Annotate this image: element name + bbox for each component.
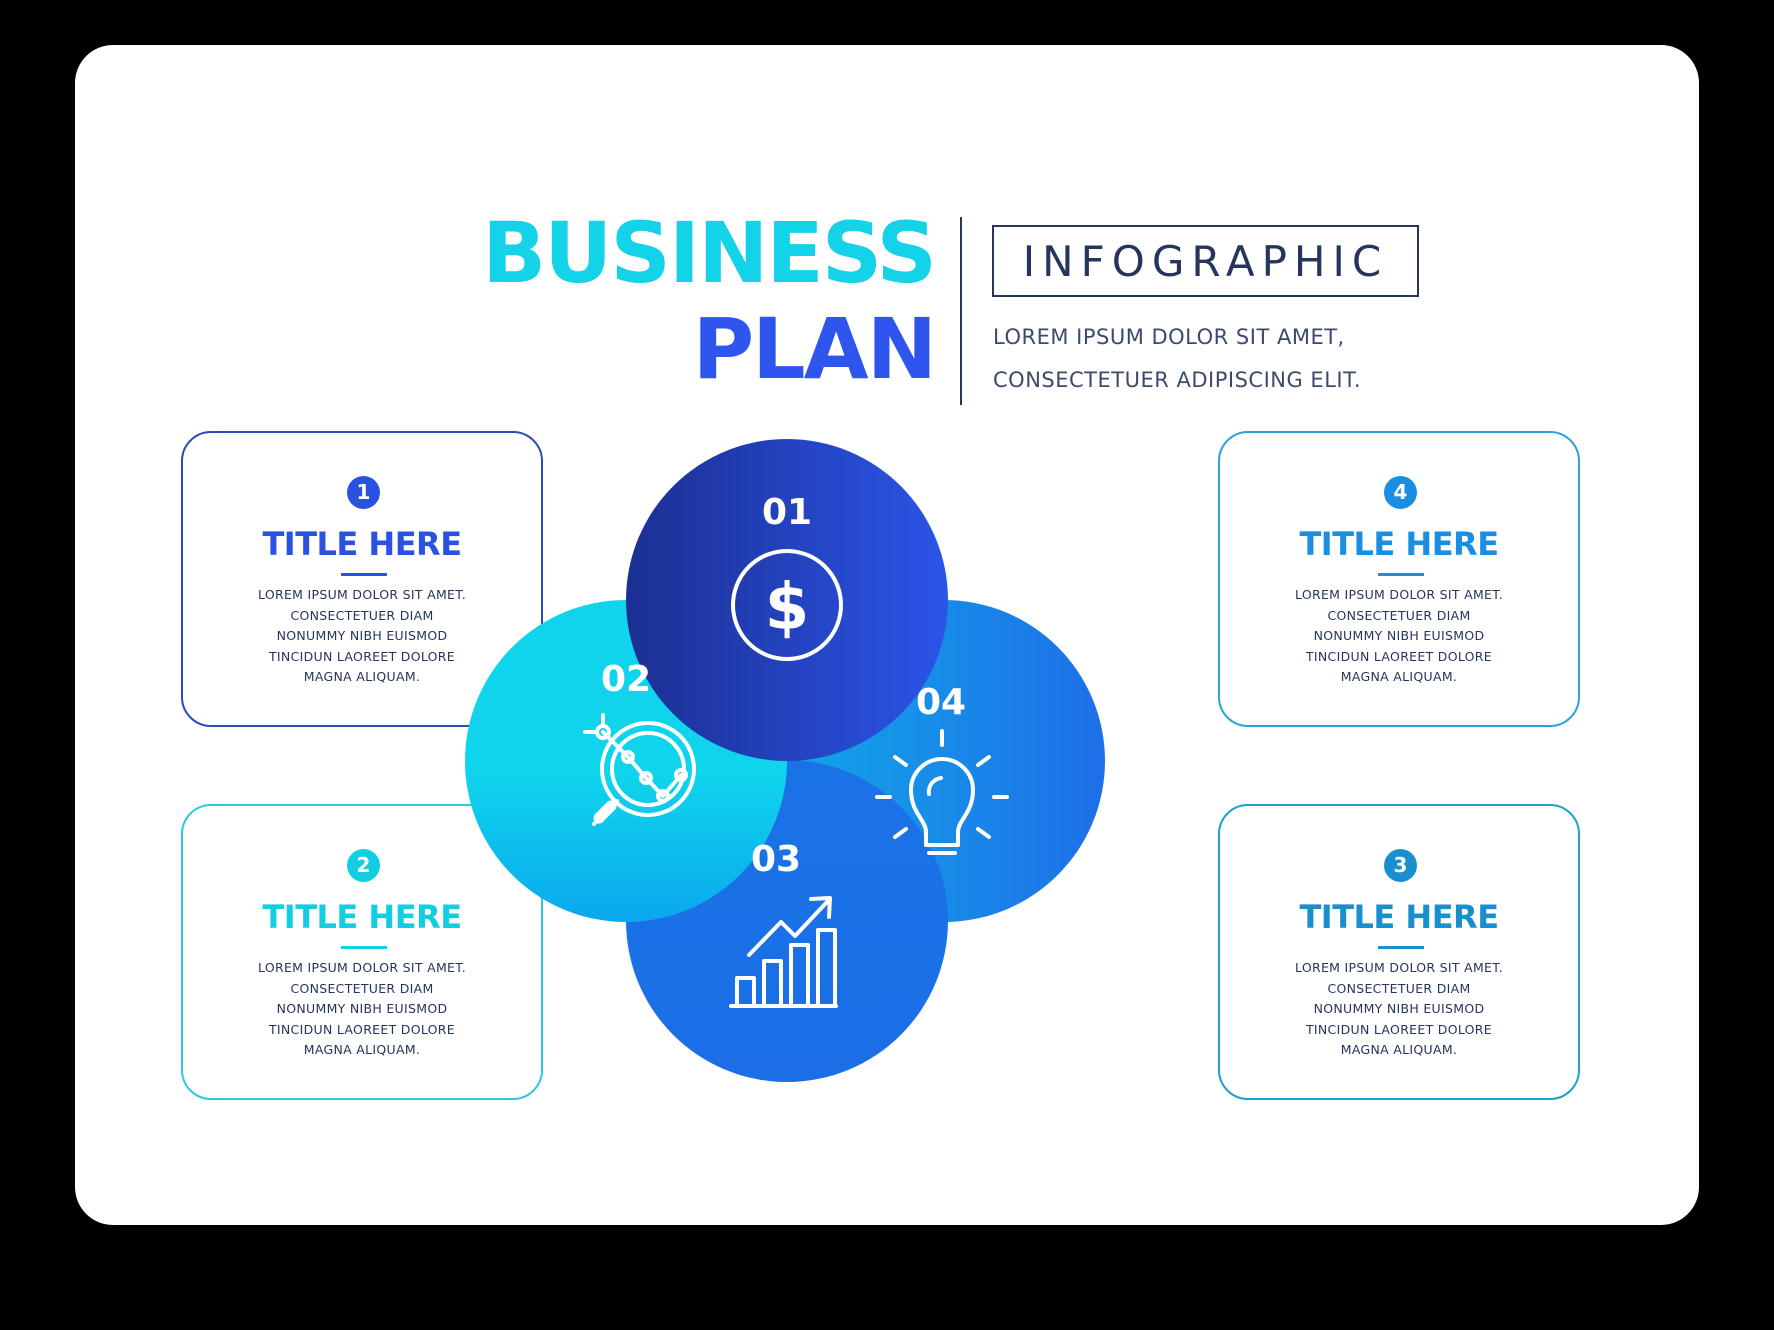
subtitle-line-2: CONSECTETUER ADIPISCING ELIT.	[993, 368, 1362, 392]
step-description: LOREM IPSUM DOLOR SIT AMET. CONSECTETUER…	[183, 585, 541, 688]
step-box-3: 3 TITLE HERE LOREM IPSUM DOLOR SIT AMET.…	[1218, 804, 1580, 1100]
circle-label-01: 01	[762, 492, 812, 533]
description-line: MAGNA ALIQUAM.	[1340, 1042, 1458, 1057]
title-underline	[1378, 573, 1424, 576]
step-title: TITLE HERE	[1299, 898, 1499, 936]
step-title: TITLE HERE	[1299, 525, 1499, 563]
title-underline	[341, 573, 387, 576]
step-title: TITLE HERE	[262, 898, 462, 936]
step-number-badge: 1	[347, 476, 380, 509]
description-line: CONSECTETUER DIAM	[290, 980, 434, 996]
description-line: LOREM IPSUM DOLOR SIT AMET.	[1295, 587, 1503, 602]
dollar-icon: $	[731, 549, 843, 661]
subtitle-line-1: LOREM IPSUM DOLOR SIT AMET,	[993, 325, 1345, 349]
title-business: BUSINESS	[482, 204, 937, 302]
step-box-1: 1 TITLE HERE LOREM IPSUM DOLOR SIT AMET.…	[181, 431, 543, 727]
description-line: CONSECTETUER DIAM	[1327, 980, 1471, 996]
circle-label-03: 03	[751, 839, 801, 880]
step-number-badge: 4	[1384, 476, 1417, 509]
circle-label-04: 04	[916, 682, 966, 723]
step-box-2: 2 TITLE HERE LOREM IPSUM DOLOR SIT AMET.…	[181, 804, 543, 1100]
step-number-badge: 2	[347, 849, 380, 882]
description-line: TINCIDUN LAOREET DOLORE	[268, 648, 455, 664]
step-box-4: 4 TITLE HERE LOREM IPSUM DOLOR SIT AMET.…	[1218, 431, 1580, 727]
step-description: LOREM IPSUM DOLOR SIT AMET. CONSECTETUER…	[1220, 585, 1578, 688]
description-line: CONSECTETUER DIAM	[1327, 607, 1471, 623]
header-divider	[960, 217, 962, 405]
description-line: NONUMMY NIBH EUISMOD	[1313, 1001, 1485, 1016]
description-line: TINCIDUN LAOREET DOLORE	[268, 1021, 455, 1037]
description-line: NONUMMY NIBH EUISMOD	[276, 628, 448, 643]
step-description: LOREM IPSUM DOLOR SIT AMET. CONSECTETUER…	[183, 958, 541, 1061]
description-line: NONUMMY NIBH EUISMOD	[276, 1001, 448, 1016]
description-line: LOREM IPSUM DOLOR SIT AMET.	[258, 587, 466, 602]
description-line: CONSECTETUER DIAM	[290, 607, 434, 623]
title-underline	[341, 946, 387, 949]
step-title: TITLE HERE	[262, 525, 462, 563]
description-line: MAGNA ALIQUAM.	[303, 669, 421, 684]
step-description: LOREM IPSUM DOLOR SIT AMET. CONSECTETUER…	[1220, 958, 1578, 1061]
description-line: LOREM IPSUM DOLOR SIT AMET.	[258, 960, 466, 975]
svg-text:$: $	[765, 571, 810, 645]
infographic-badge: INFOGRAPHIC	[992, 225, 1419, 297]
infographic-card: BUSINESS PLAN INFOGRAPHIC LOREM IPSUM DO…	[75, 45, 1699, 1225]
circle-01	[626, 439, 948, 761]
description-line: TINCIDUN LAOREET DOLORE	[1305, 1021, 1492, 1037]
description-line: MAGNA ALIQUAM.	[303, 1042, 421, 1057]
description-line: LOREM IPSUM DOLOR SIT AMET.	[1295, 960, 1503, 975]
magnifier-chart-icon	[583, 713, 696, 826]
lightbulb-icon	[875, 729, 1009, 855]
growth-chart-icon	[729, 896, 838, 1008]
title-plan: PLAN	[692, 300, 937, 398]
description-line: NONUMMY NIBH EUISMOD	[1313, 628, 1485, 643]
title-underline	[1378, 946, 1424, 949]
description-line: MAGNA ALIQUAM.	[1340, 669, 1458, 684]
step-number-badge: 3	[1384, 849, 1417, 882]
circle-label-02: 02	[601, 659, 651, 700]
description-line: TINCIDUN LAOREET DOLORE	[1305, 648, 1492, 664]
four-circle-diagram: 01 02 04 03 $	[465, 439, 1105, 1082]
